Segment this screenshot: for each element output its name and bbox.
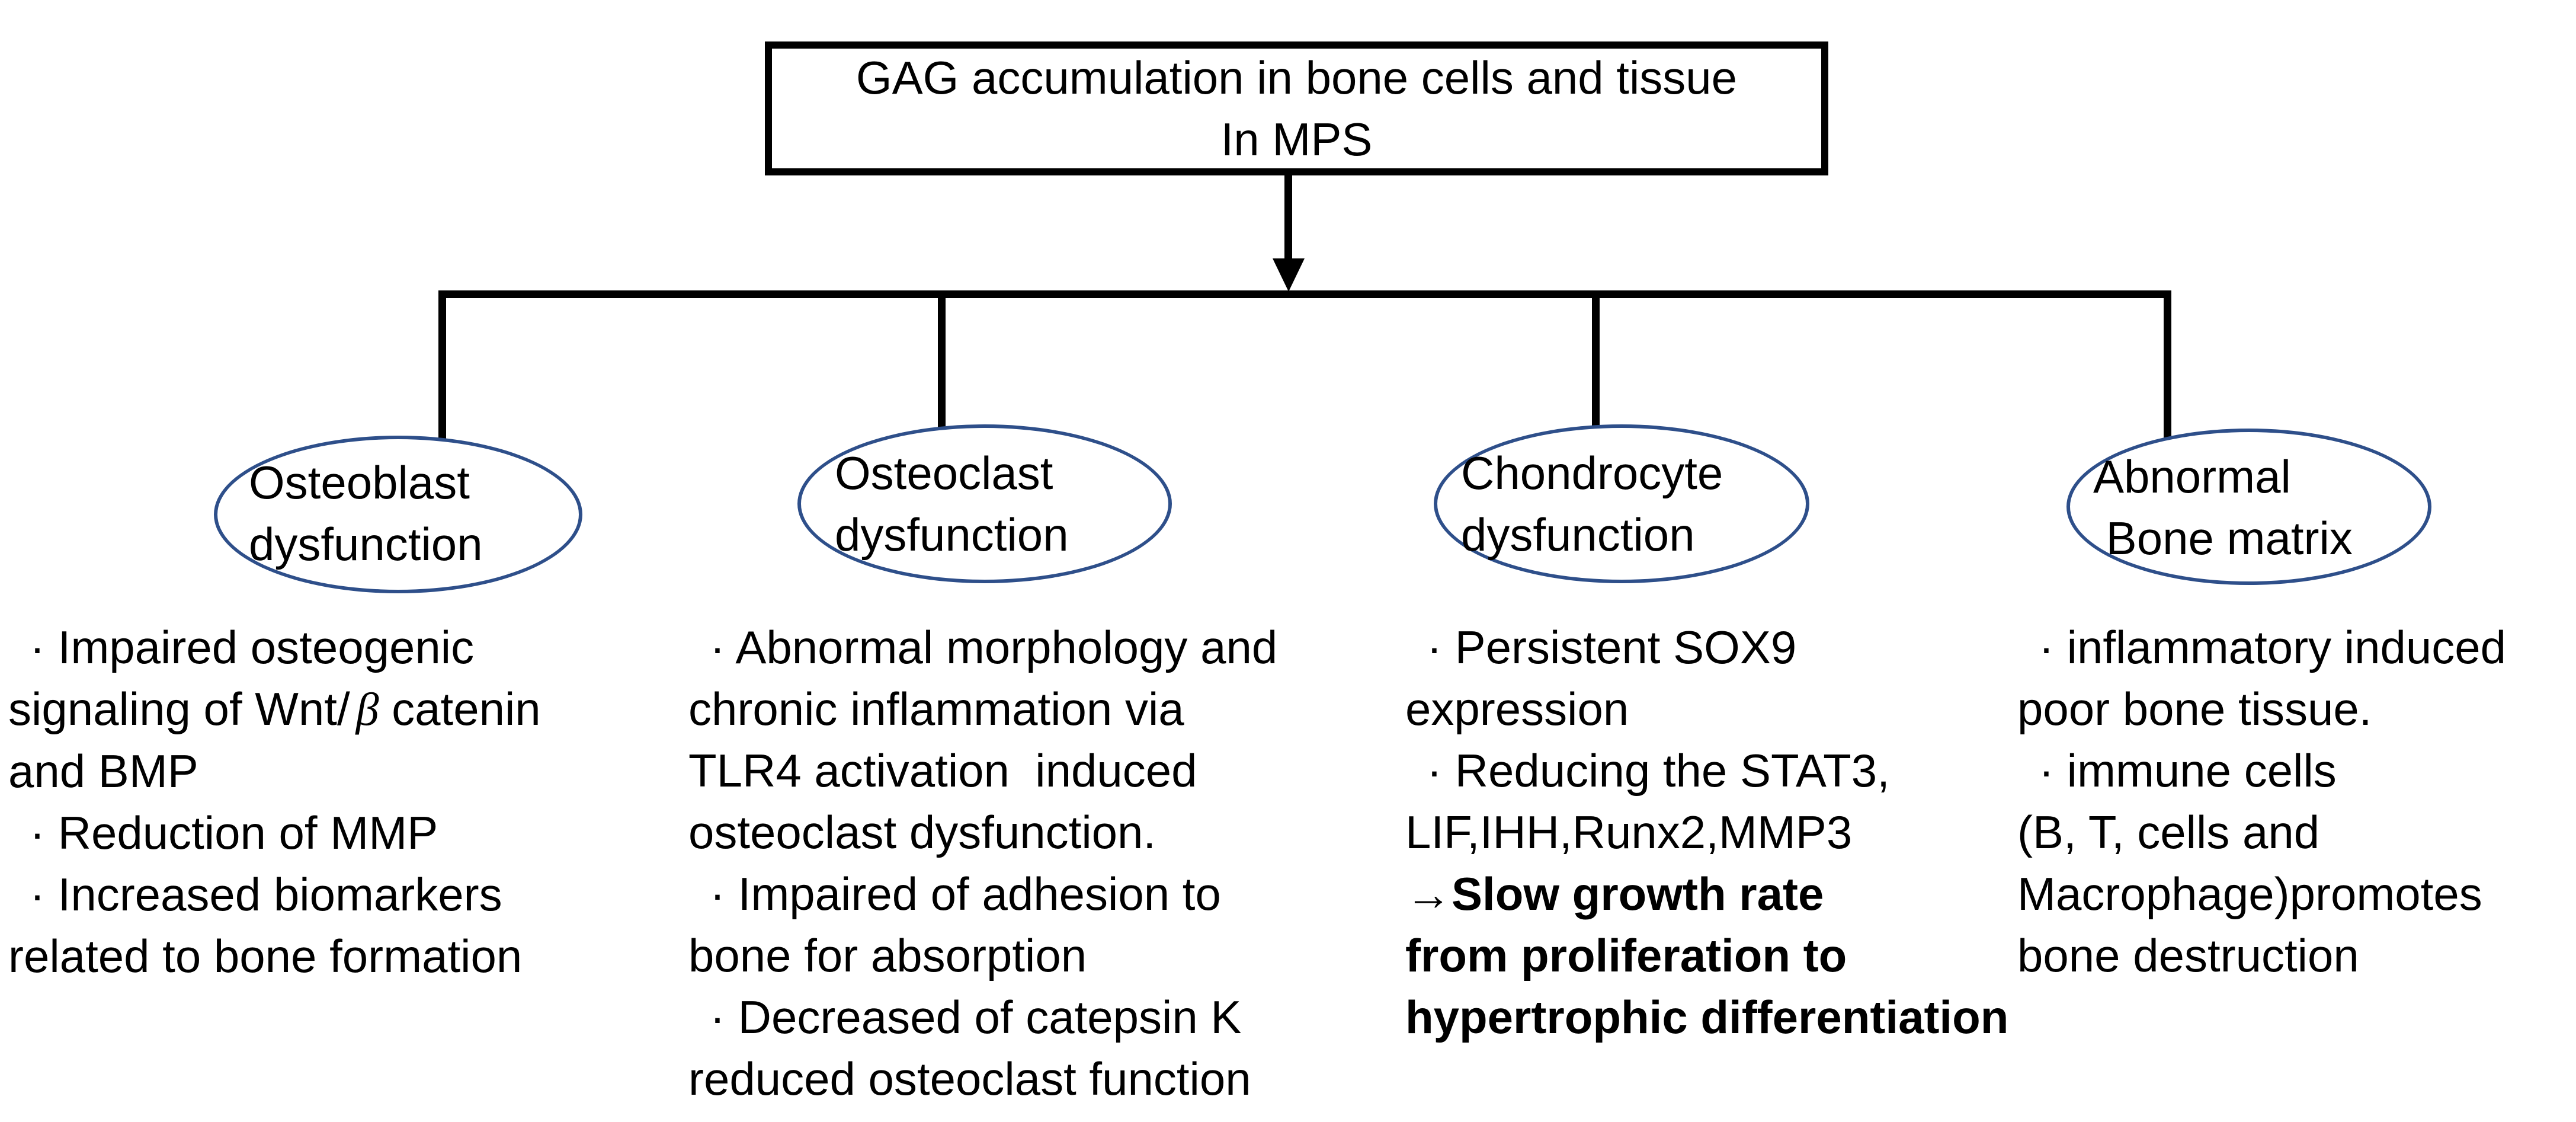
ellipse-osteoclast-dysfunction bbox=[797, 424, 1172, 583]
note-line: related to bone formation bbox=[8, 930, 523, 982]
label-line: Bone matrix bbox=[2093, 512, 2353, 564]
notes-chondrocyte: · Persistent SOX9 expression · Reducing … bbox=[1405, 616, 2008, 1048]
notes-osteoclast: · Abnormal morphology and chronic inflam… bbox=[688, 616, 1277, 1110]
root-arrow-shaft bbox=[1284, 175, 1292, 260]
label-line: Abnormal bbox=[2093, 450, 2291, 503]
ellipse-label-chondrocyte: Chondrocyte dysfunction bbox=[1461, 442, 1723, 565]
ellipse-label-abnormal-bone-matrix: Abnormal Bone matrix bbox=[2093, 446, 2353, 569]
note-line: and BMP bbox=[8, 745, 198, 797]
branch-drop-line-4 bbox=[2164, 290, 2171, 475]
notes-osteoblast: · Impaired osteogenic signaling of Wnt/β… bbox=[8, 616, 541, 987]
note-line: expression bbox=[1405, 683, 1629, 735]
note-line: (B, T, cells and bbox=[2017, 806, 2320, 858]
note-line: from proliferation to bbox=[1405, 929, 1847, 982]
note-line: signaling of Wnt/β catenin bbox=[8, 678, 541, 740]
label-line: dysfunction bbox=[249, 518, 483, 570]
note-line: bone for absorption bbox=[688, 929, 1087, 982]
note-line: · Impaired osteogenic bbox=[30, 621, 475, 673]
label-line: Chondrocyte bbox=[1461, 447, 1723, 499]
label-line: dysfunction bbox=[1461, 509, 1695, 561]
root-title-line-1: GAG accumulation in bone cells and tissu… bbox=[856, 52, 1738, 104]
root-node-box: GAG accumulation in bone cells and tissu… bbox=[765, 41, 1828, 175]
branch-drop-line-1 bbox=[438, 290, 446, 475]
note-line: · Reduction of MMP bbox=[30, 807, 438, 859]
note-line: Macrophage)promotes bbox=[2017, 868, 2482, 920]
note-line: · immune cells bbox=[2039, 744, 2337, 797]
ellipse-abnormal-bone-matrix bbox=[2066, 429, 2431, 585]
note-line: · Decreased of catepsin K bbox=[710, 991, 1242, 1043]
note-line: · Increased biomarkers bbox=[30, 868, 502, 920]
notes-abnormal-bone-matrix: · inflammatory induced poor bone tissue.… bbox=[2017, 616, 2506, 986]
note-line: →Slow growth rate bbox=[1405, 863, 2008, 925]
note-line: · Persistent SOX9 bbox=[1427, 621, 1797, 673]
ellipse-label-osteoblast: Osteoblast dysfunction bbox=[249, 452, 483, 575]
note-text: signaling of Wnt/ bbox=[8, 683, 350, 735]
note-text: Slow growth rate bbox=[1452, 868, 1824, 920]
note-line: reduced osteoclast function bbox=[688, 1053, 1251, 1105]
label-line: Osteoblast bbox=[249, 456, 470, 509]
note-line: · Abnormal morphology and bbox=[710, 621, 1278, 673]
note-line: · inflammatory induced bbox=[2039, 621, 2506, 673]
note-line: chronic inflammation via bbox=[688, 683, 1184, 735]
note-text: catenin bbox=[379, 683, 541, 735]
branch-bus-line bbox=[438, 290, 2171, 298]
note-line: TLR4 activation induced bbox=[688, 744, 1197, 797]
note-line: bone destruction bbox=[2017, 929, 2359, 982]
note-line: osteoclast dysfunction. bbox=[688, 806, 1156, 858]
ellipse-label-osteoclast: Osteoclast dysfunction bbox=[835, 442, 1069, 565]
arrow-down-icon bbox=[1273, 258, 1305, 292]
root-title-line-2: In MPS bbox=[1220, 113, 1373, 165]
right-arrow-icon: → bbox=[1405, 868, 1452, 920]
ellipse-chondrocyte-dysfunction bbox=[1434, 424, 1809, 583]
note-line: · Impaired of adhesion to bbox=[710, 868, 1221, 920]
label-line: dysfunction bbox=[835, 509, 1069, 561]
note-line: LIF,IHH,Runx2,MMP3 bbox=[1405, 806, 1853, 858]
note-line: poor bone tissue. bbox=[2017, 683, 2372, 735]
beta-symbol: β bbox=[355, 683, 379, 735]
label-line: Osteoclast bbox=[835, 447, 1053, 499]
ellipse-osteoblast-dysfunction bbox=[214, 436, 582, 593]
note-line: hypertrophic differentiation bbox=[1405, 991, 2009, 1043]
note-line: · Reducing the STAT3, bbox=[1427, 744, 1890, 797]
